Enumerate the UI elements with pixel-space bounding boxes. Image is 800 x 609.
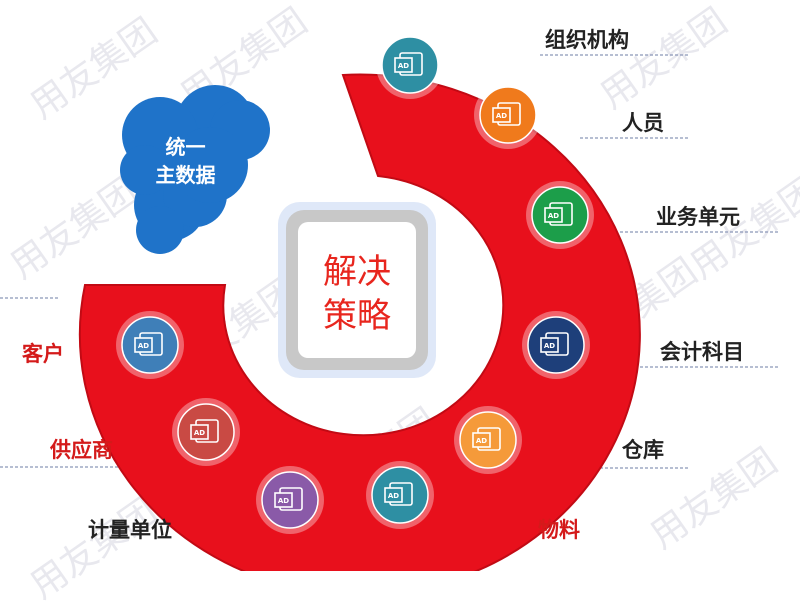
icons-layer: AD AD AD AD AD AD AD AD AD [116,31,594,534]
icon-glyph-text: AD [388,492,399,500]
red-ring-outline [78,73,641,571]
icon-glyph-text: AD [194,429,205,437]
icon-glyph-text: AD [544,342,555,350]
center-label-line1: 解决 [323,252,391,292]
icon-glyph-text: AD [138,342,149,350]
module-icon: AD [526,181,594,249]
diagram-graphic: AD AD AD AD AD AD AD AD AD [0,31,780,571]
module-icon: AD [522,311,590,379]
cloud-label-line2: 主数据 [155,163,216,187]
module-label: 供应商 [50,438,113,462]
module-label: 计量单位 [88,518,172,542]
icon-glyph-text: AD [398,62,409,70]
module-label: 物料 [538,518,580,542]
icon-glyph-text: AD [548,212,559,220]
module-label: 仓库 [622,438,664,462]
module-icon: AD [116,311,184,379]
module-icon: AD [376,31,444,99]
cloud-shape [120,85,270,254]
module-label: 人员 [622,111,664,135]
module-label: 组织机构 [545,28,629,52]
module-icon: AD [172,398,240,466]
cloud-label-line1: 统一 [165,135,206,159]
module-icon: AD [474,81,542,149]
center-label-line2: 策略 [323,296,391,336]
cloud-label: 统一 主数据 [138,133,233,189]
module-label: 客户 [22,342,64,366]
icon-glyph-text: AD [476,437,487,445]
module-icon: AD [256,466,324,534]
icon-glyph-text: AD [496,112,507,120]
center-label: 解决 策略 [298,250,416,338]
center-box-inner [298,222,416,358]
module-icon: AD [454,406,522,474]
icon-glyph-text: AD [278,497,289,505]
module-label: 业务单元 [656,205,740,229]
leader-lines [0,54,780,469]
module-icon: AD [366,461,434,529]
module-label: 会计科目 [660,340,744,364]
